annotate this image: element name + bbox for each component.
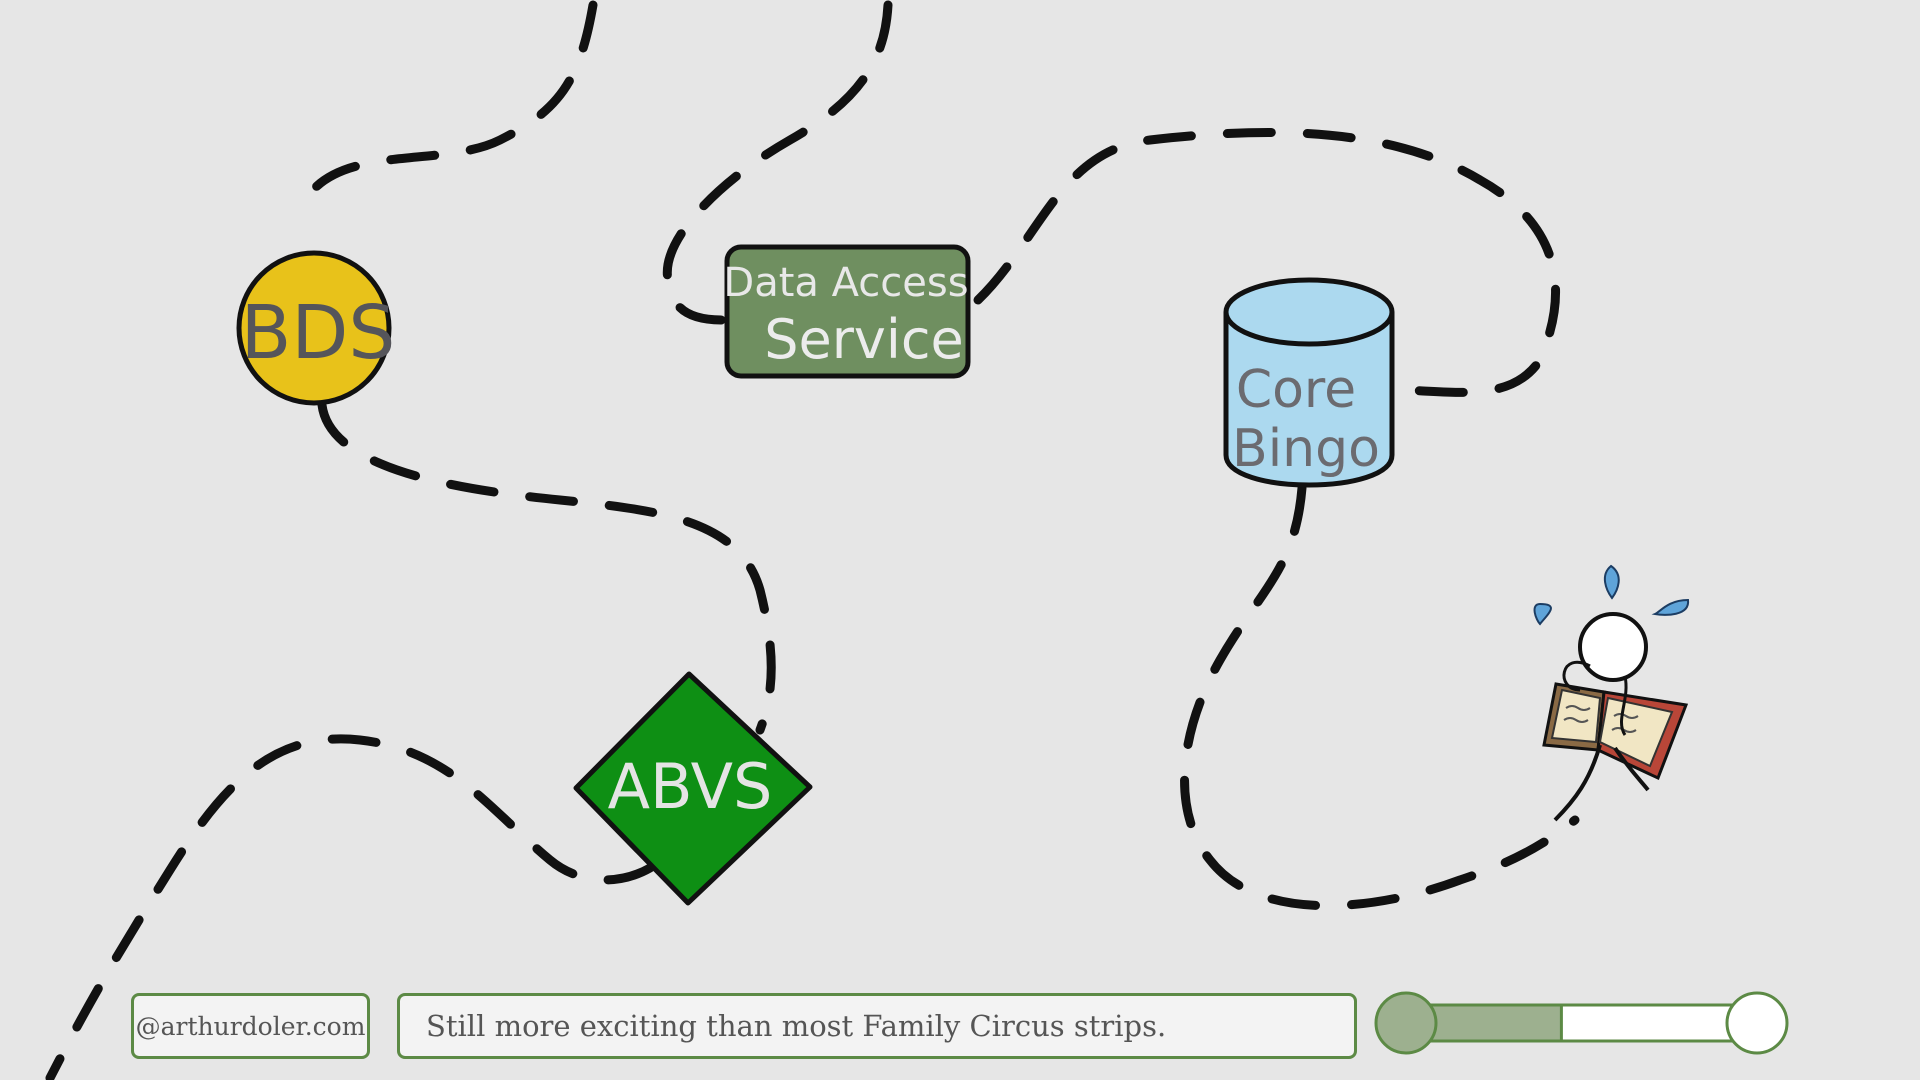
- path-core-bingo-to-character: [1185, 488, 1575, 906]
- abvs-label: ABVS: [608, 750, 773, 823]
- progress-end-knob[interactable]: [1727, 993, 1787, 1053]
- data-access-label-line2: Service: [764, 308, 964, 371]
- author-handle: @arthurdoler.com: [136, 1012, 366, 1041]
- core-bingo-node: Core Bingo: [1226, 280, 1392, 485]
- abvs-node: ABVS: [576, 674, 810, 903]
- progress-slider[interactable]: [1373, 988, 1789, 1058]
- author-handle-box: @arthurdoler.com: [131, 993, 370, 1059]
- progress-start-knob: [1376, 993, 1436, 1053]
- sweat-drop-icon: [1655, 600, 1688, 615]
- bds-label: BDS: [241, 290, 396, 376]
- bds-node: BDS: [239, 253, 395, 403]
- sweat-drop-icon: [1605, 566, 1619, 598]
- path-bds-to-abvs: [322, 405, 771, 730]
- caption-box: Still more exciting than most Family Cir…: [397, 993, 1357, 1059]
- data-access-label-line1: Data Access: [723, 260, 968, 306]
- path-top-to-bds: [300, 5, 593, 210]
- data-access-service-node: Data Access Service: [723, 247, 968, 376]
- sweat-drop-icon: [1535, 604, 1551, 624]
- caption-text: Still more exciting than most Family Cir…: [426, 1009, 1166, 1043]
- core-bingo-label-line1: Core: [1236, 360, 1356, 420]
- confused-reader-figure: [1535, 566, 1689, 820]
- core-bingo-label-line2: Bingo: [1232, 419, 1380, 479]
